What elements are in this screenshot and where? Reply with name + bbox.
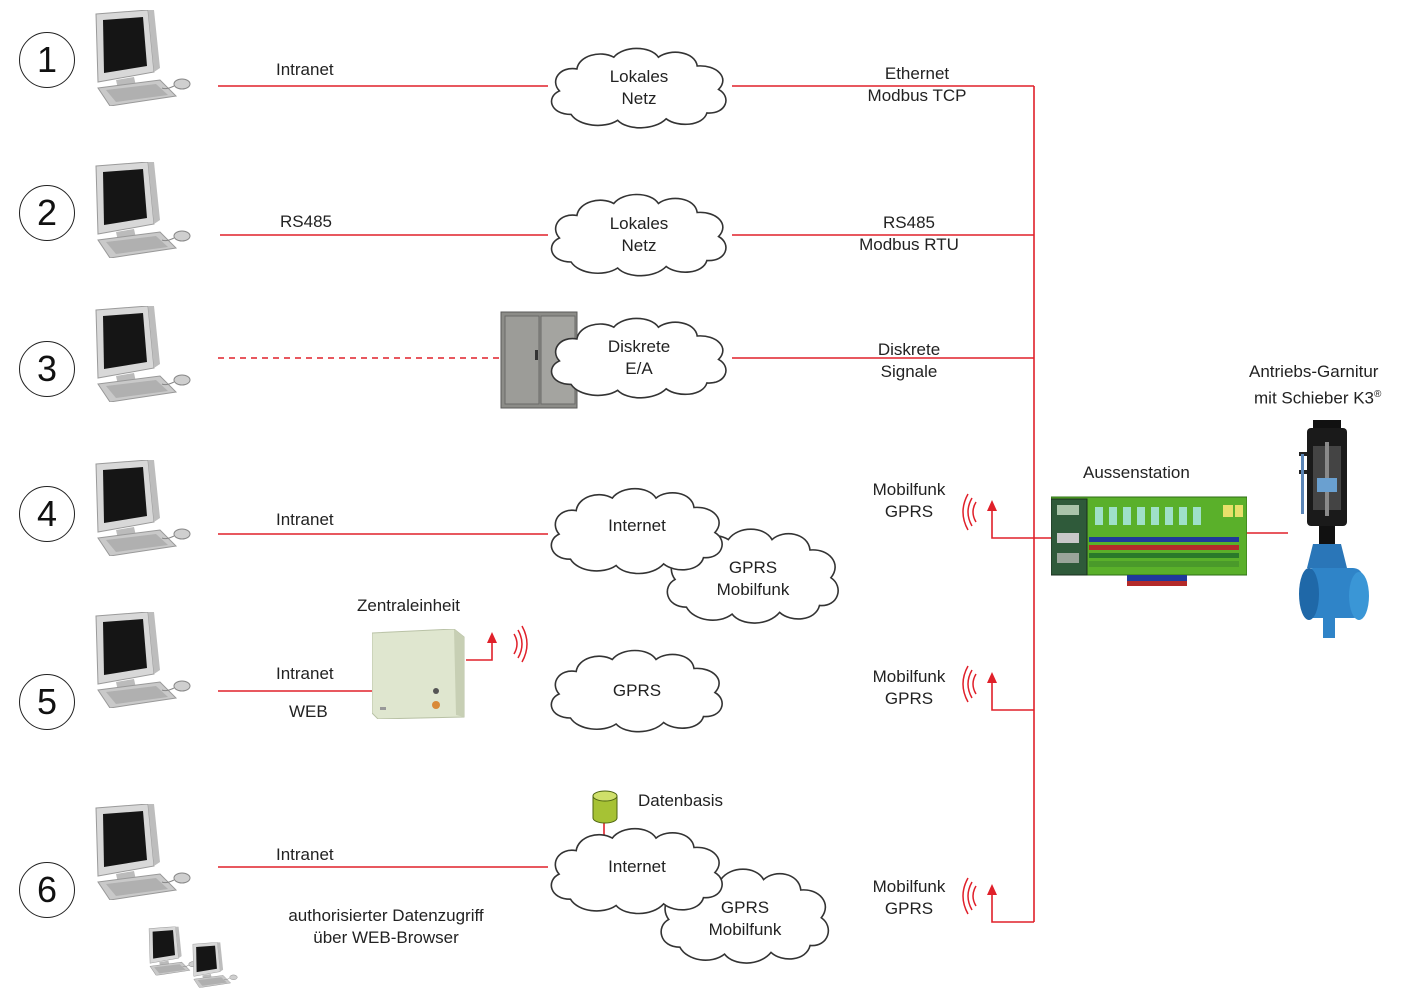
cloud-label: E/A: [625, 359, 653, 378]
protocol-label-6a: Mobilfunk: [872, 877, 946, 896]
actuator-label-1: Antriebs-Garnitur: [1249, 362, 1379, 381]
database-label: Datenbasis: [638, 791, 724, 810]
protocol-label-5b: GPRS: [884, 689, 934, 708]
cloud-label: Internet: [608, 516, 666, 535]
link-label-6: Intranet: [276, 845, 334, 864]
cloud-icon: GPRS Mobilfunk: [658, 524, 848, 628]
row-number-6: 6: [19, 862, 75, 918]
protocol-label-3a: Diskrete: [877, 340, 941, 359]
row-number-3: 3: [19, 341, 75, 397]
actuator-label-2-text: mit Schieber K3: [1254, 388, 1374, 408]
cloud-label: Lokales: [609, 67, 669, 86]
link-label-5: Intranet: [276, 664, 334, 683]
protocol-label-5a: Mobilfunk: [872, 667, 946, 686]
registered-mark: ®: [1374, 389, 1382, 400]
protocol-label-1b: Modbus TCP: [867, 86, 967, 105]
cloud-icon: GPRS: [542, 646, 732, 736]
protocol-label-1a: Ethernet: [884, 64, 950, 83]
row-number-2: 2: [19, 185, 75, 241]
cloud-label: Diskrete: [607, 337, 671, 356]
central-antenna: [466, 638, 493, 661]
cloud-label: GPRS: [612, 681, 662, 700]
computer-icon: [90, 306, 200, 402]
row-number-5: 5: [19, 674, 75, 730]
database-icon: [592, 790, 618, 824]
actuator-label-2: mit Schieber K3®: [1254, 384, 1381, 410]
protocol-label-6b: GPRS: [884, 899, 934, 918]
row-number-4: 4: [19, 486, 75, 542]
protocol-label-4a: Mobilfunk: [872, 480, 946, 499]
valve-actuator-icon: [1295, 418, 1375, 644]
central-unit-label: Zentraleinheit: [357, 596, 461, 615]
cloud-icon: GPRS Mobilfunk: [652, 864, 838, 968]
computer-icon: [90, 804, 200, 900]
cabinet-icon: [499, 310, 579, 410]
computer-icon: [90, 162, 200, 258]
cloud-label: Netz: [621, 236, 657, 255]
link-label-5b: WEB: [289, 702, 328, 721]
web-access-text-1: authorisierter Datenzugriff: [288, 906, 484, 925]
outstation-label: Aussenstation: [1083, 463, 1190, 482]
cloud-label: Internet: [608, 857, 666, 876]
link-label-4: Intranet: [276, 510, 334, 529]
computer-icon: [90, 460, 200, 556]
protocol-label-3b: Signale: [880, 362, 938, 381]
cloud-label: GPRS: [728, 558, 778, 577]
antenna-branch-6: [991, 890, 1034, 923]
antenna-branch-5: [991, 678, 1034, 711]
cloud-label: Netz: [621, 89, 657, 108]
web-access-text-2: über WEB-Browser: [313, 928, 459, 947]
link-label-2: RS485: [280, 212, 332, 231]
cloud-label: GPRS: [720, 898, 770, 917]
protocol-label-2b: Modbus RTU: [859, 235, 959, 254]
protocol-label-4b: GPRS: [884, 502, 934, 521]
cloud-icon: Internet: [542, 484, 732, 578]
antenna-branch-4: [991, 506, 1052, 539]
cloud-label: Mobilfunk: [716, 580, 790, 599]
row-number-1: 1: [19, 32, 75, 88]
central-unit-icon: [372, 629, 466, 719]
protocol-label-2a: RS485: [883, 213, 935, 232]
computer-icon: [190, 940, 242, 990]
computer-icon: [90, 612, 200, 708]
cloud-label: Lokales: [609, 214, 669, 233]
link-label-1: Intranet: [276, 60, 334, 79]
outstation-icon: [1051, 493, 1247, 587]
computer-icon: [90, 10, 200, 106]
cloud-icon: Internet: [542, 824, 732, 918]
cloud-label: Mobilfunk: [708, 920, 782, 939]
